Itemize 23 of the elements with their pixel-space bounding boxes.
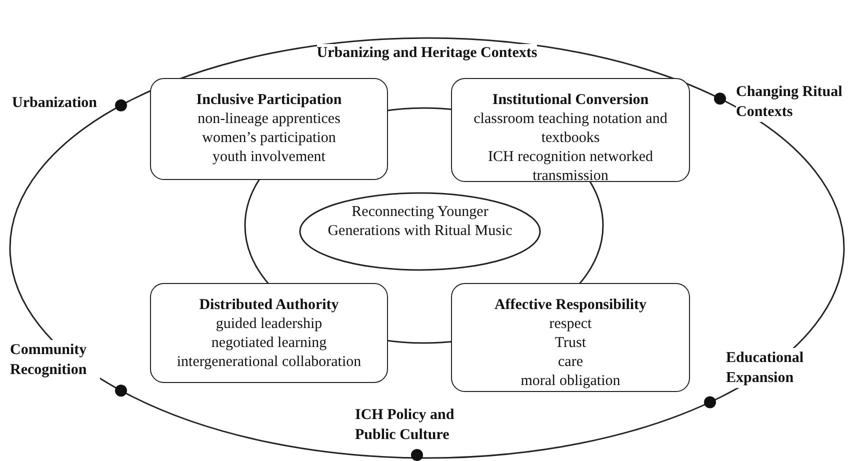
context-label: Community Recognition — [10, 340, 100, 380]
box-item: intergenerational collaboration — [176, 353, 362, 372]
box-heading: Affective Responsibility — [493, 296, 648, 315]
frame-heading: Urbanizing and Heritage Contexts — [316, 44, 538, 63]
concept-box — [150, 283, 388, 383]
box-item: respect — [548, 315, 593, 334]
box-item: moral obligation — [520, 372, 622, 391]
concept-box — [150, 78, 388, 180]
concept-box — [451, 283, 690, 392]
box-heading: Distributed Authority — [198, 296, 340, 315]
box-item: Trust — [554, 334, 588, 353]
box-item: classroom teaching notation and textbooks — [472, 110, 668, 148]
box-item: youth involvement — [212, 148, 326, 167]
concept-box — [451, 78, 690, 182]
box-item: ICH recognition networked transmission — [487, 148, 654, 186]
box-item: guided leadership — [214, 315, 324, 334]
box-item: non-lineage apprentices — [196, 110, 342, 129]
box-item: women’s participation — [201, 129, 337, 148]
box-item: negotiated learning — [210, 334, 328, 353]
box-heading: Inclusive Participation — [195, 91, 343, 110]
box-heading: Institutional Conversion — [491, 91, 650, 110]
core-text: Reconnecting Younger Generations with Ritual Music — [326, 203, 514, 241]
box-item: care — [557, 353, 584, 372]
